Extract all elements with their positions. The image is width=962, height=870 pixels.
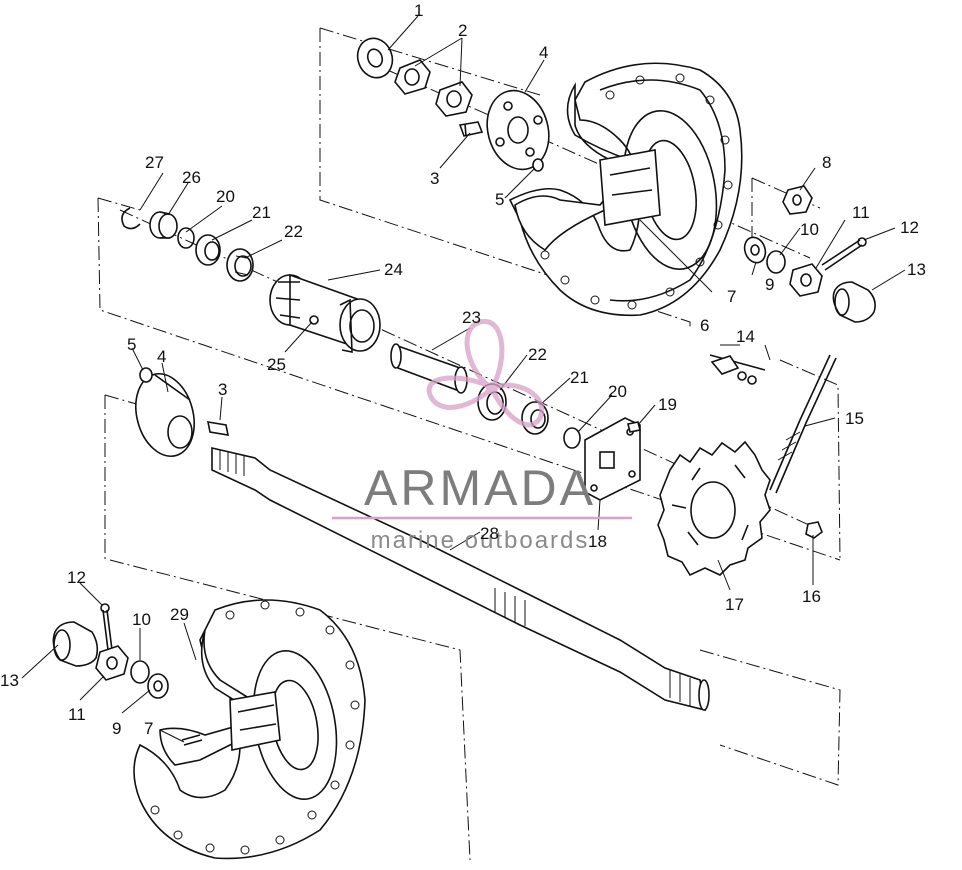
propeller-logo xyxy=(426,319,545,428)
callout-7-upper: 7 xyxy=(727,287,736,306)
assembly-frame-lower xyxy=(104,394,841,861)
callout-9-lower: 9 xyxy=(112,719,121,738)
ring-20-right xyxy=(563,427,581,449)
castle-nut-11-lower xyxy=(95,645,129,681)
cable-15 xyxy=(769,354,837,494)
callout-13-lower: 13 xyxy=(0,671,19,690)
callout-10-upper: 10 xyxy=(800,220,819,239)
snap-ring-27 xyxy=(121,207,141,230)
callout-3-lower: 3 xyxy=(218,380,227,399)
nut-16 xyxy=(805,521,823,539)
castle-nut-2a xyxy=(394,59,431,95)
tire-lower xyxy=(133,599,366,860)
valve-stem-7-lower xyxy=(181,734,203,746)
callout-18: 18 xyxy=(588,532,607,551)
hub-4-upper xyxy=(486,89,550,171)
callout-15: 15 xyxy=(845,409,864,428)
callout-7-lower: 7 xyxy=(144,719,153,738)
callout-9-upper: 9 xyxy=(765,275,774,294)
callout-20-right: 20 xyxy=(608,382,627,401)
callout-17: 17 xyxy=(725,595,744,614)
bolt-3-lower xyxy=(206,421,230,436)
callout-12-lower: 12 xyxy=(67,568,86,587)
watermark-brand: ARMADA xyxy=(364,460,596,516)
callout-13-upper: 13 xyxy=(907,260,926,279)
callout-29: 29 xyxy=(170,605,189,624)
tire-upper xyxy=(508,62,743,317)
washer-10-upper xyxy=(766,250,786,274)
callout-2: 2 xyxy=(458,21,467,40)
callout-28: 28 xyxy=(480,524,499,543)
hub-4-lower xyxy=(135,372,195,458)
nut-8 xyxy=(782,185,813,215)
seal-26 xyxy=(149,211,178,239)
cotter-pin-12-upper xyxy=(821,237,867,271)
ring-20-left xyxy=(177,227,195,249)
callout-labels: 1 2 3 4 5 6 7 8 9 10 11 12 13 14 15 16 1… xyxy=(0,1,926,738)
callout-10-lower: 10 xyxy=(132,610,151,629)
callout-8: 8 xyxy=(822,153,831,172)
seal-21-left xyxy=(195,234,221,266)
callout-22-right: 22 xyxy=(528,345,547,364)
callout-1: 1 xyxy=(414,1,423,20)
cap-13-lower xyxy=(52,621,99,667)
callout-6: 6 xyxy=(700,316,709,335)
callout-25: 25 xyxy=(267,355,286,374)
callout-27: 27 xyxy=(145,153,164,172)
nut-5-lower xyxy=(139,367,153,383)
watermark: ARMADA marine outboards xyxy=(332,319,632,554)
callout-14: 14 xyxy=(736,327,755,346)
chain-link-14 xyxy=(709,354,766,385)
callout-5-lower: 5 xyxy=(127,335,136,354)
callout-4-lower: 4 xyxy=(157,347,166,366)
sprocket-17 xyxy=(657,440,771,577)
callout-24: 24 xyxy=(384,260,403,279)
callout-12-upper: 12 xyxy=(900,218,919,237)
washer-9-upper xyxy=(743,236,767,264)
callout-20-left: 20 xyxy=(216,187,235,206)
callout-26: 26 xyxy=(182,168,201,187)
bolt-19 xyxy=(627,421,641,433)
callout-23: 23 xyxy=(462,308,481,327)
cotter-pin-12-lower xyxy=(100,603,113,651)
callout-5-upper: 5 xyxy=(495,190,504,209)
callout-21-left: 21 xyxy=(252,203,271,222)
callout-4-upper: 4 xyxy=(539,43,548,62)
bolt-3-upper xyxy=(458,121,484,137)
callout-22-left: 22 xyxy=(284,222,303,241)
leader-lines xyxy=(21,15,906,743)
castle-nut-2b xyxy=(435,81,473,117)
washer-10-lower xyxy=(130,660,150,684)
callout-21-right: 21 xyxy=(570,368,589,387)
cap-13-upper xyxy=(832,281,876,323)
washer-9-lower xyxy=(147,673,169,699)
seal-21-right xyxy=(521,401,549,435)
callout-11-lower: 11 xyxy=(68,705,86,724)
callout-11-upper: 11 xyxy=(852,203,870,222)
castle-nut-11-upper xyxy=(789,263,823,297)
bearing-carrier-24 xyxy=(269,273,381,353)
axle-28 xyxy=(211,446,710,712)
washer-1 xyxy=(356,37,394,79)
callout-16: 16 xyxy=(802,587,821,606)
callout-3-upper: 3 xyxy=(430,169,439,188)
bearing-22-left xyxy=(226,248,254,282)
sprocket-hub-18 xyxy=(584,417,641,501)
watermark-tagline: marine outboards xyxy=(371,527,590,554)
nut-5-upper xyxy=(532,158,544,172)
callout-19: 19 xyxy=(658,395,677,414)
